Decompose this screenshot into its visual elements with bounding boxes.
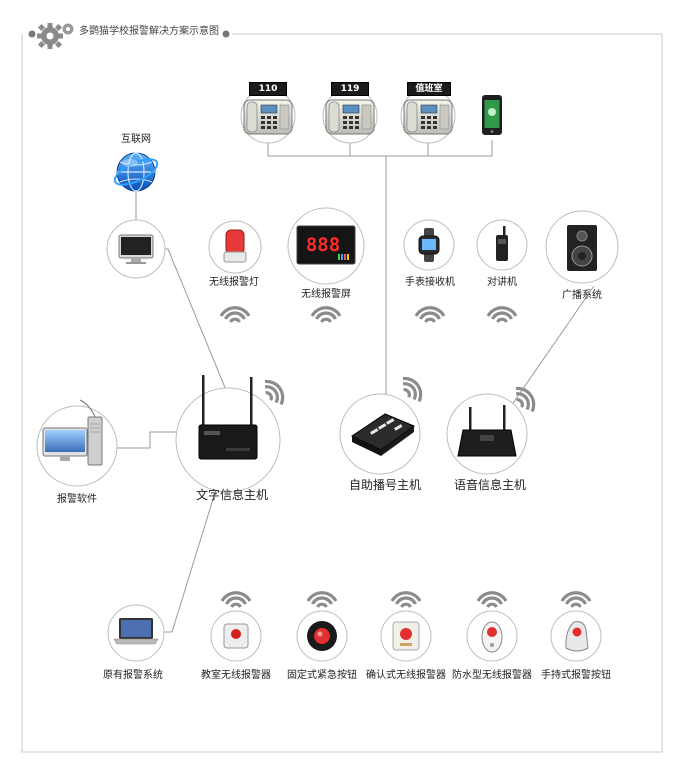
label-alarm-software: 报警软件 [57,494,97,505]
walkie-talkie-icon [476,219,528,271]
connector-lines [104,138,595,633]
monitor-icon [106,219,166,279]
phone-tag-110: 110 [249,82,287,96]
label-wireless-screen: 无线报警屏 [301,289,351,300]
confirm-alarm-icon [380,610,432,662]
smartphone-icon [482,95,502,135]
label-broadcast: 广播系统 [562,290,602,301]
voice-host-icon [446,393,528,475]
phone-tag-119: 119 [331,82,369,96]
alarm-screen-icon: 888 [287,207,365,285]
label-button-handheld: 手持式报警按钮 [541,670,611,681]
phone-119-icon [322,88,378,144]
text-host-icon [175,375,281,493]
gear-icon [37,23,74,49]
watch-icon [403,219,455,271]
globe-icon [113,152,159,192]
label-button-confirm: 确认式无线报警器 [366,670,446,681]
phone-110-icon [240,88,296,144]
handheld-button-icon [550,610,602,662]
waterproof-alarm-icon [466,610,518,662]
label-text-host: 文字信息主机 [195,488,269,502]
page-title: 多鹦猫学校报警解决方案示意图 [79,26,219,37]
label-legacy-system: 原有报警系统 [103,670,163,681]
label-wireless-light: 无线报警灯 [209,277,259,288]
screen-digits: 888 [306,234,340,256]
label-button-classroom: 教室无线报警器 [201,670,271,681]
alarm-light-icon [208,220,262,274]
label-dial-host: 自助播号主机 [348,478,422,492]
speaker-icon [545,210,619,284]
laptop-icon [107,604,165,662]
label-button-waterproof: 防水型无线报警器 [452,670,532,681]
label-button-fixed: 固定式紧急按钮 [287,670,357,681]
dial-host-icon [339,393,421,475]
phone-duty-icon [400,88,456,144]
phone-tag-duty-room: 值班室 [407,82,451,96]
label-voice-host: 语音信息主机 [453,478,527,492]
label-walkie-talkie: 对讲机 [487,277,517,288]
label-internet: 互联网 [121,134,151,145]
emergency-button-icon [296,610,348,662]
classroom-alarm-icon [210,610,262,662]
pc-icon [36,399,118,487]
label-watch-receiver: 手表接收机 [405,277,455,288]
